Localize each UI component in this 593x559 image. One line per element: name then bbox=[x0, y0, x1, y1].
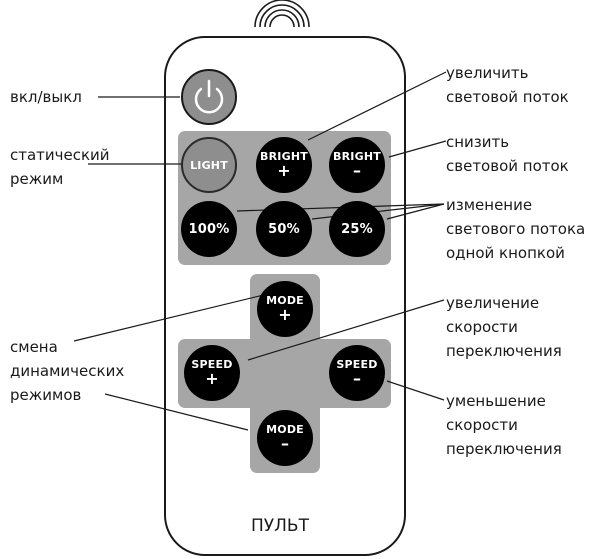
label-dynamic-line: смена bbox=[10, 338, 58, 356]
leader-bright-up bbox=[307, 71, 447, 141]
label-static-line: статический bbox=[10, 146, 110, 164]
label-speed-up-line: скорости bbox=[446, 318, 518, 336]
leader-dynamic bbox=[104, 393, 249, 431]
label-speed-up: увеличение скорости переключения bbox=[446, 291, 562, 363]
label-bright-up-line: световой поток bbox=[446, 88, 569, 106]
leader-mode bbox=[73, 290, 281, 342]
pct-25-button[interactable]: 25% bbox=[329, 201, 385, 257]
power-button[interactable] bbox=[181, 69, 237, 125]
leader-speed-down bbox=[386, 380, 445, 401]
pct-100-button[interactable]: 100% bbox=[181, 201, 237, 257]
label-dynamic: смена динамических режимов bbox=[10, 335, 124, 407]
label-one-button-line: изменение bbox=[446, 196, 533, 214]
pct-100-label: 100% bbox=[188, 221, 230, 237]
bright-plus-label: BRIGHT bbox=[260, 150, 308, 163]
label-dynamic-line: режимов bbox=[10, 386, 82, 404]
label-static-line: режим bbox=[10, 170, 64, 188]
speed-plus-sign: + bbox=[205, 369, 219, 388]
bright-minus-label: BRIGHT bbox=[333, 150, 381, 163]
mode-plus-button[interactable]: MODE + bbox=[257, 281, 313, 337]
label-static: статический режим bbox=[10, 143, 110, 191]
label-dynamic-line: динамических bbox=[10, 362, 125, 380]
label-one-button-line: одной кнопкой bbox=[446, 244, 565, 262]
label-speed-up-line: увеличение bbox=[446, 294, 540, 312]
leader-pct25 bbox=[386, 203, 445, 220]
label-speed-down-line: скорости bbox=[446, 416, 518, 434]
speed-minus-sign: – bbox=[353, 369, 361, 388]
label-bright-down-line: снизить bbox=[446, 133, 510, 151]
mode-minus-label: MODE bbox=[266, 423, 304, 436]
speed-plus-label: SPEED bbox=[191, 358, 233, 371]
speed-plus-button[interactable]: SPEED + bbox=[184, 345, 240, 401]
bright-minus-sign: – bbox=[353, 161, 361, 180]
mode-plus-label: MODE bbox=[266, 294, 304, 307]
leader-speed-up bbox=[247, 299, 445, 361]
bright-minus-button[interactable]: BRIGHT – bbox=[329, 137, 385, 193]
light-button-label: LIGHT bbox=[190, 158, 228, 172]
label-speed-down-line: переключения bbox=[446, 440, 562, 458]
label-one-button: изменение светового потока одной кнопкой bbox=[446, 193, 585, 265]
label-speed-down: уменьшение скорости переключения bbox=[446, 389, 562, 461]
label-speed-up-line: переключения bbox=[446, 342, 562, 360]
label-bright-down: снизить световой поток bbox=[446, 130, 569, 178]
remote-title: ПУЛЬТ bbox=[251, 516, 309, 536]
bright-plus-button[interactable]: BRIGHT + bbox=[256, 137, 312, 193]
label-bright-up: увеличить световой поток bbox=[446, 61, 569, 109]
pct-50-button[interactable]: 50% bbox=[256, 201, 312, 257]
bright-plus-sign: + bbox=[277, 161, 291, 180]
mode-minus-button[interactable]: MODE – bbox=[257, 410, 313, 466]
label-power-line: вкл/выкл bbox=[10, 88, 82, 106]
light-button[interactable]: LIGHT bbox=[181, 137, 237, 193]
power-icon bbox=[194, 79, 224, 114]
label-bright-down-line: световой поток bbox=[446, 157, 569, 175]
label-one-button-line: светового потока bbox=[446, 220, 586, 238]
label-power: вкл/выкл bbox=[10, 85, 82, 109]
signal-icon bbox=[254, 0, 310, 28]
speed-minus-label: SPEED bbox=[336, 358, 378, 371]
label-speed-down-line: уменьшение bbox=[446, 392, 546, 410]
label-bright-up-line: увеличить bbox=[446, 64, 529, 82]
pct-50-label: 50% bbox=[268, 221, 300, 237]
mode-plus-sign: + bbox=[278, 305, 292, 324]
speed-minus-button[interactable]: SPEED – bbox=[329, 345, 385, 401]
mode-minus-sign: – bbox=[281, 434, 289, 453]
leader-bright-down bbox=[388, 140, 447, 158]
pct-25-label: 25% bbox=[341, 221, 373, 237]
